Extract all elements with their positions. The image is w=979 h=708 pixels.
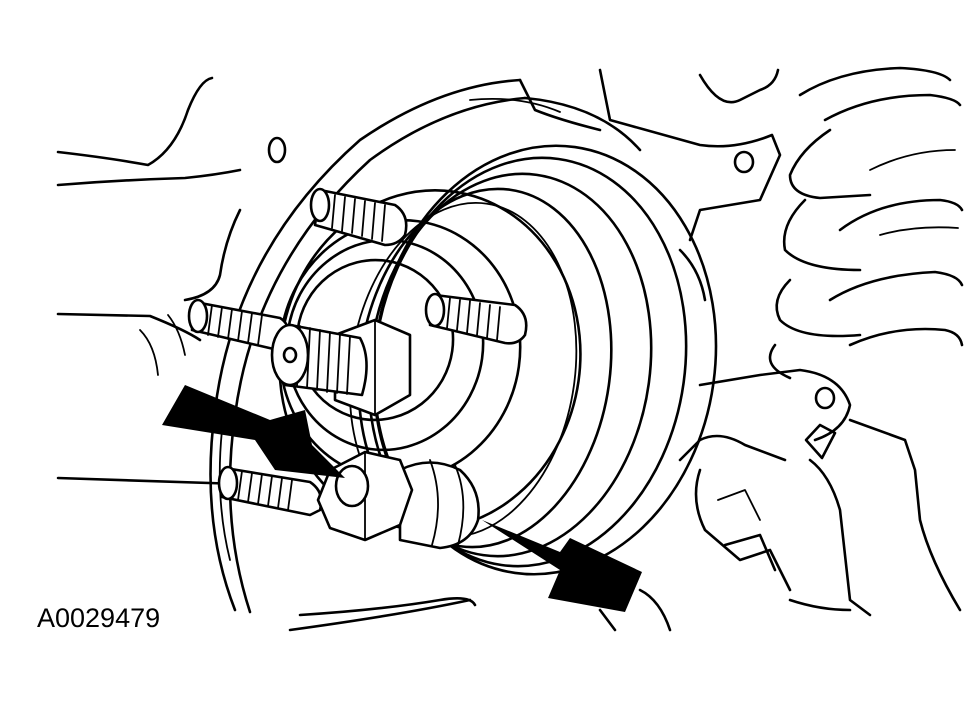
solid-black-arrow-icon bbox=[162, 385, 345, 478]
axle-shaft bbox=[270, 318, 412, 417]
background-linework bbox=[56, 68, 962, 632]
coil-spring bbox=[768, 66, 964, 380]
wheel-stud-top bbox=[309, 187, 408, 247]
wheel-stud-right bbox=[424, 292, 528, 345]
solid-black-arrow-icon bbox=[482, 520, 642, 612]
figure-id-label: A0029479 bbox=[37, 603, 161, 633]
brake-caliper-bolt bbox=[316, 450, 480, 550]
wheel-stud-bottom bbox=[217, 465, 323, 517]
dust-shield bbox=[209, 78, 642, 632]
